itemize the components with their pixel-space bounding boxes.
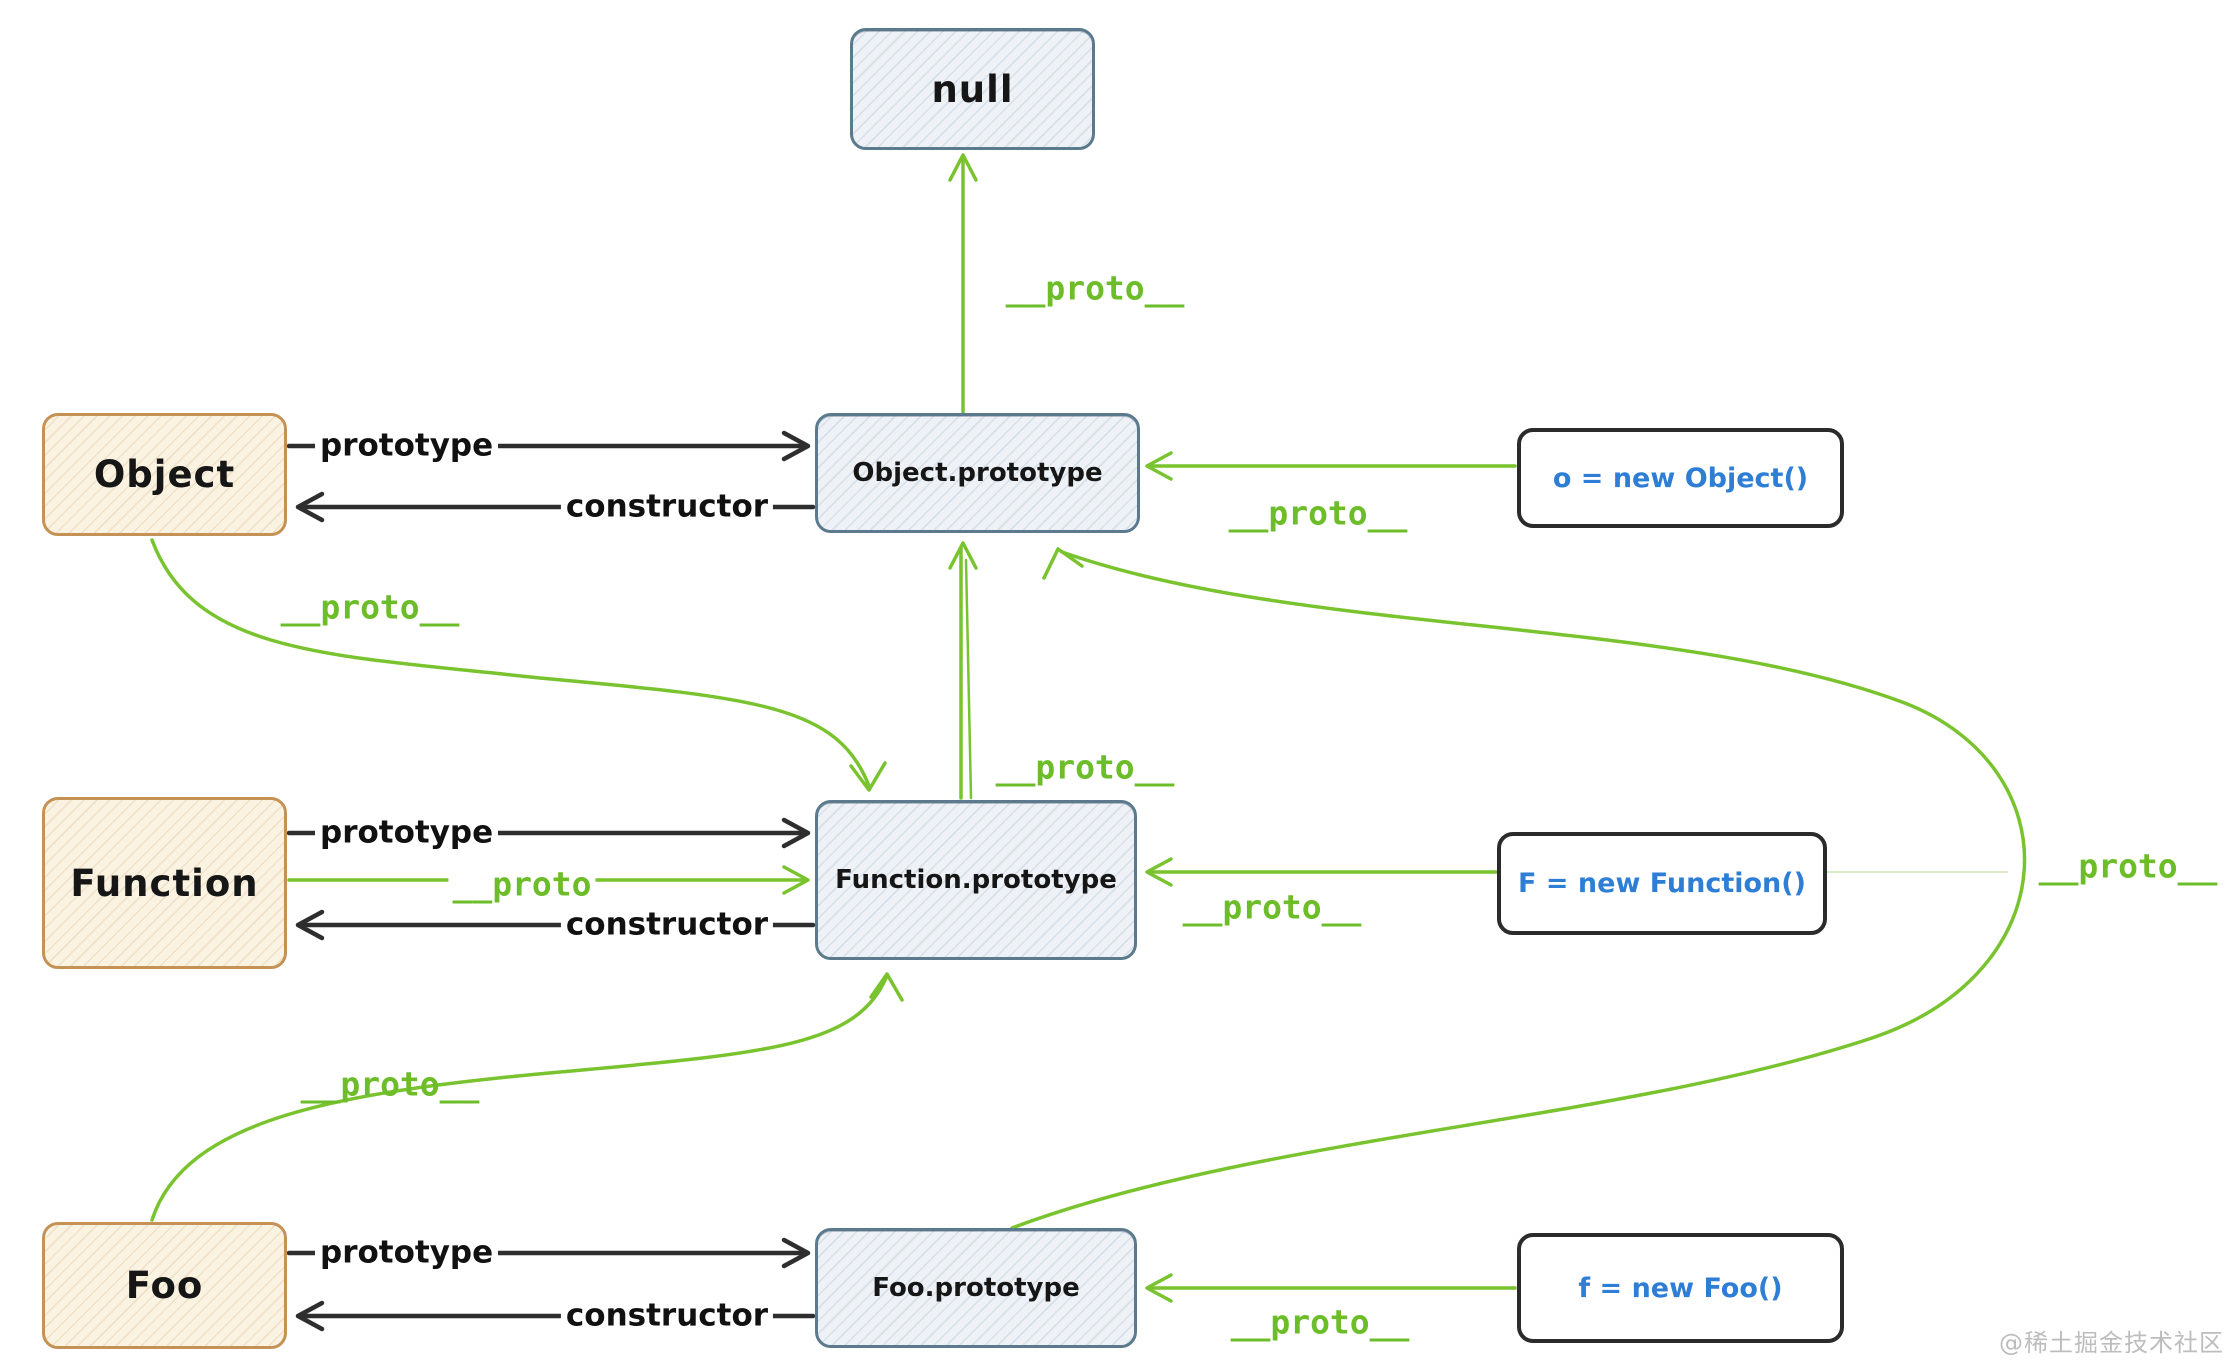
node-null-label: null <box>931 67 1014 111</box>
object-to-functionprototype-arrowhead <box>849 761 887 792</box>
function-to-functionprototype-arrowhead <box>782 865 810 895</box>
node-object-prototype-label: Object.prototype <box>852 458 1103 488</box>
node-foo: Foo <box>42 1222 287 1349</box>
node-f-instance: f = new Foo() <box>1517 1233 1844 1343</box>
node-function: Function <box>42 797 287 969</box>
proto-label-objectprototype-null: __proto__ <box>1005 268 1185 308</box>
foo-prototype-arrowhead <box>781 1237 811 1269</box>
F-to-functionprototype-arrowhead <box>1145 857 1173 887</box>
functionprototype-to-objectprototype-line2 <box>964 558 973 800</box>
edge-label-constructor-foo-row: constructor <box>560 1298 774 1334</box>
fooprototype-to-objectprototype-arrowhead <box>1042 547 1084 580</box>
edge-label-prototype-foo-row: prototype <box>315 1235 499 1271</box>
proto-label-object-functionprototype: __proto__ <box>280 587 460 627</box>
edge-label-constructor-function-row: constructor <box>560 907 774 943</box>
node-o-instance: o = new Object() <box>1517 428 1844 528</box>
node-foo-label: Foo <box>125 1264 204 1307</box>
proto-label-F-functionprototype: __proto__ <box>1182 887 1362 927</box>
proto-label-o-objectprototype: __proto__ <box>1228 493 1408 533</box>
node-function-label: Function <box>70 861 259 905</box>
edge-label-prototype-object-row: prototype <box>315 428 499 464</box>
node-o-instance-label: o = new Object() <box>1552 462 1809 494</box>
node-object: Object <box>42 413 287 536</box>
object-prototype-arrowhead <box>781 430 811 462</box>
node-f-instance-label: f = new Foo() <box>1578 1272 1783 1304</box>
edge-label-prototype-function-row: prototype <box>315 815 499 851</box>
edge-label-constructor-object-row: constructor <box>560 489 774 525</box>
object-to-functionprototype-curve <box>150 538 871 788</box>
node-null: null <box>850 28 1095 150</box>
object-constructor-arrowhead <box>295 491 325 523</box>
proto-label-function-functionprototype: __proto <box>448 867 596 901</box>
node-foo-prototype: Foo.prototype <box>815 1228 1137 1348</box>
node-function-prototype-label: Function.prototype <box>835 865 1117 895</box>
node-object-label: Object <box>93 453 236 496</box>
node-function-prototype: Function.prototype <box>815 800 1137 960</box>
objectprototype-to-null-arrowhead <box>948 153 978 182</box>
node-object-prototype: Object.prototype <box>815 413 1140 533</box>
function-constructor-arrowhead <box>295 909 325 941</box>
node-F-instance: F = new Function() <box>1497 832 1827 935</box>
proto-label-foo-functionprototype: __proto__ <box>300 1064 480 1104</box>
watermark: @稀土掘金技术社区 <box>1999 1329 2224 1357</box>
functionprototype-to-objectprototype-arrowhead <box>948 541 978 570</box>
node-F-instance-label: F = new Function() <box>1518 868 1806 899</box>
fooprototype-to-objectprototype-curve <box>1010 550 2027 1230</box>
proto-label-functionprototype-objectprototype: __proto__ <box>995 747 1175 787</box>
f-to-fooprototype-arrowhead <box>1145 1273 1173 1303</box>
function-prototype-arrowhead <box>781 817 811 849</box>
foo-to-functionprototype-arrowhead <box>869 972 904 1002</box>
foo-to-functionprototype-curve <box>150 976 888 1222</box>
proto-label-f-fooprototype: __proto__ <box>1230 1302 1410 1342</box>
node-foo-prototype-label: Foo.prototype <box>872 1273 1080 1303</box>
foo-constructor-arrowhead <box>295 1300 325 1332</box>
proto-label-fooprototype-objectprototype: __proto__ <box>2038 846 2218 886</box>
o-to-objectprototype-arrowhead <box>1145 451 1173 481</box>
